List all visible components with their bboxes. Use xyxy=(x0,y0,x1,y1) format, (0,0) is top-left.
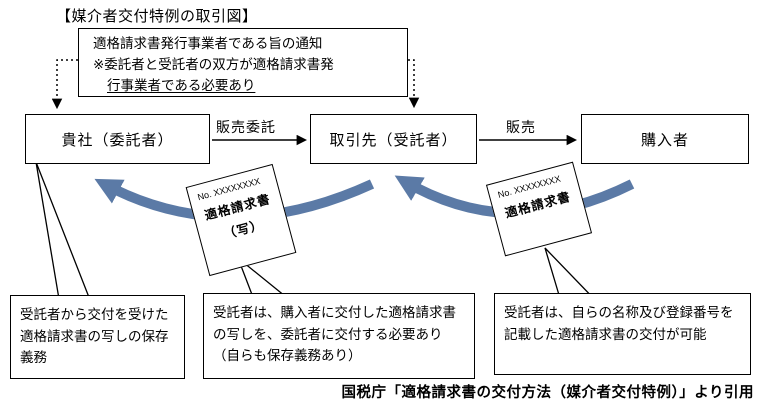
notice-connector-consignor xyxy=(51,59,78,110)
consignment-label: 販売委託 xyxy=(216,119,276,135)
sale-label: 販売 xyxy=(506,119,536,135)
entity-box-trustee: 取引先（受託者） xyxy=(310,114,477,164)
source-citation: 国税庁「適格請求書の交付方法（媒介者交付特例）」より引用 xyxy=(341,385,754,401)
notice-line3: 行事業者である必要あり xyxy=(107,77,256,93)
callout-tail-consignor xyxy=(35,161,93,306)
callout-consignor-note: 受託者から交付を受けた適格請求書の写しの保存義務 xyxy=(10,295,185,379)
callout-invoice-note: 受託者は、自らの名称及び登録番号を記載した適格請求書の交付が可能 xyxy=(494,293,751,375)
notice-line1: 適格請求書発行事業者である旨の通知 xyxy=(93,36,323,51)
notice-connector-trustee xyxy=(408,59,420,109)
notice-box: 適格請求書発行事業者である旨の通知 ※委託者と受託者の双方が適格請求書発 行事業… xyxy=(78,28,408,97)
diagram-title: 【媒介者交付特例の取引図】 xyxy=(56,8,258,25)
callout-trustee-note: 受託者は、購入者に交付した適格請求書の写しを、委託者に交付する必要あり（自らも保… xyxy=(203,293,475,379)
entity-box-consignor: 貴社（委託者） xyxy=(25,114,210,164)
entity-box-purchaser: 購入者 xyxy=(581,114,749,164)
notice-line2: ※委託者と受託者の双方が適格請求書発 xyxy=(93,56,334,72)
